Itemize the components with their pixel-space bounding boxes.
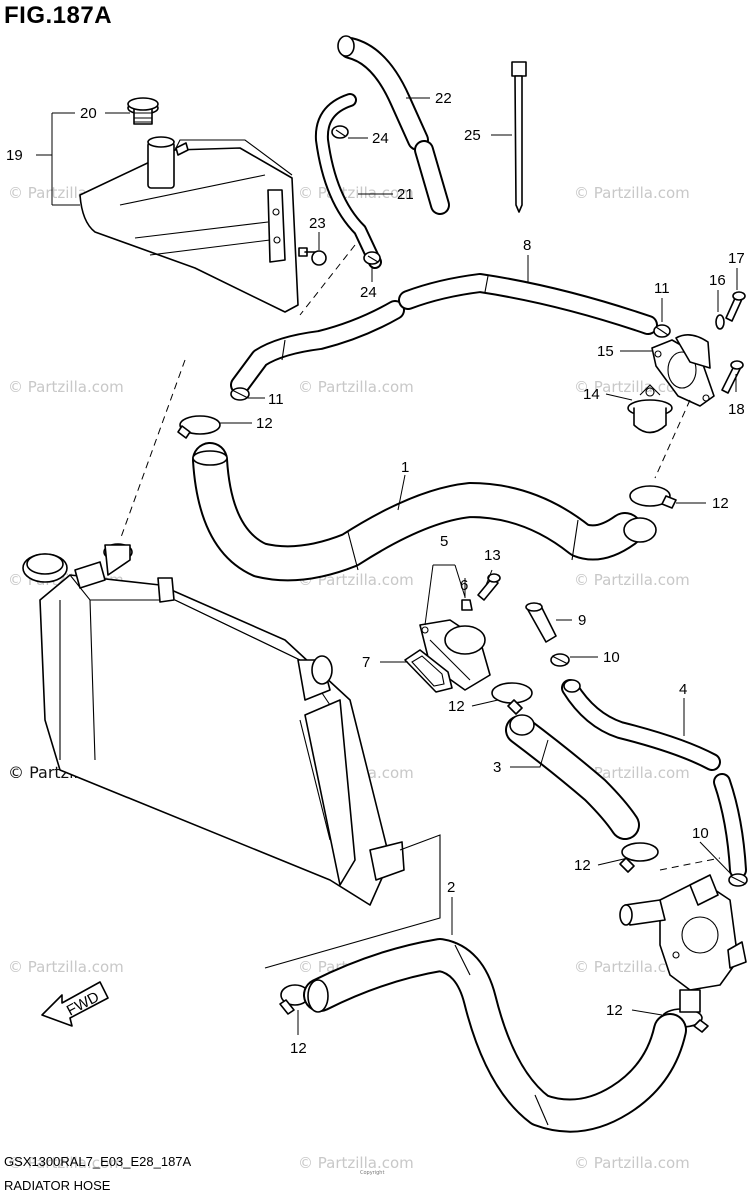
clamp-11-left <box>230 387 250 401</box>
watermark: © Partzilla.com <box>298 1154 414 1172</box>
callout-24-lower: 24 <box>360 284 377 301</box>
callout-11-right: 11 <box>654 280 670 297</box>
callout-16: 16 <box>709 272 726 289</box>
clamp-24-lower <box>363 251 381 265</box>
callout-12-a: 12 <box>256 415 273 432</box>
callout-12-b: 12 <box>712 495 729 512</box>
fitting-9 <box>525 602 557 643</box>
clamp-10-upper <box>550 653 570 667</box>
washer-16 <box>715 314 725 330</box>
hose-4 <box>561 679 747 879</box>
callout-20: 20 <box>80 105 97 122</box>
callout-14: 14 <box>583 386 600 403</box>
reservoir-tank <box>79 136 299 313</box>
callout-10-lower: 10 <box>692 825 709 842</box>
callout-21: 21 <box>397 186 414 203</box>
callout-10-upper: 10 <box>603 649 620 666</box>
watermark: © Partzilla.com <box>298 378 414 396</box>
callout-8: 8 <box>523 237 531 254</box>
callout-23: 23 <box>309 215 326 232</box>
callout-19: 19 <box>6 147 23 164</box>
callout-4: 4 <box>679 681 687 698</box>
hose-22 <box>337 35 450 215</box>
copyright-fine-print: Copyright <box>360 1170 385 1176</box>
sensor-6 <box>461 599 473 611</box>
callout-1: 1 <box>401 459 409 476</box>
figure-title: FIG.187A <box>4 2 113 29</box>
fwd-arrow: FWD <box>41 981 109 1027</box>
clamp-10-lower <box>728 873 748 887</box>
clamp-12-b <box>629 485 677 509</box>
radiator <box>22 543 405 906</box>
callout-22: 22 <box>435 90 452 107</box>
callout-11-left: 11 <box>268 391 284 408</box>
section-name: RADIATOR HOSE <box>4 1178 111 1193</box>
clamp-11-right <box>653 324 671 338</box>
callout-5: 5 <box>440 533 448 550</box>
clamp-24-upper <box>331 125 349 139</box>
callout-7: 7 <box>362 654 370 671</box>
clamp-12-c <box>491 682 533 715</box>
clamp-12-a <box>177 415 221 439</box>
callout-12-e: 12 <box>290 1040 307 1057</box>
watermark: © Partzilla.com <box>574 958 690 976</box>
watermark: © Partzilla.com <box>574 378 690 396</box>
callout-25: 25 <box>464 127 481 144</box>
gasket-7 <box>404 649 453 693</box>
callout-9: 9 <box>578 612 586 629</box>
callout-12-c: 12 <box>448 698 465 715</box>
bolt-17 <box>725 291 746 322</box>
watermark: © Partzilla.com <box>8 378 124 396</box>
callout-12-f: 12 <box>606 1002 623 1019</box>
watermark: © Partzilla.com <box>574 1154 690 1172</box>
callout-18: 18 <box>728 401 745 418</box>
cable-tie-25 <box>511 61 527 213</box>
bolt-13 <box>477 573 501 601</box>
callout-24-upper: 24 <box>372 130 389 147</box>
leader-lines <box>36 97 738 1035</box>
callout-2: 2 <box>447 879 455 896</box>
reservoir-cap <box>127 97 159 125</box>
hose-3 <box>505 714 640 840</box>
hose-21 <box>314 93 382 269</box>
callout-6: 6 <box>460 577 468 594</box>
watermark: © Partzilla.com <box>8 958 124 976</box>
hose-8 <box>230 273 658 395</box>
hose-2 <box>303 938 687 1133</box>
hose-1 <box>192 442 657 582</box>
clamp-12-d <box>619 842 659 873</box>
callout-12-d: 12 <box>574 857 591 874</box>
watermark: © Partzilla.com <box>574 571 690 589</box>
callout-numbers: 19 20 22 24 21 25 23 24 8 11 16 17 15 14… <box>6 90 745 1057</box>
thermostat-cover-15 <box>651 334 715 407</box>
callout-15: 15 <box>597 343 614 360</box>
water-pump <box>619 874 747 1013</box>
bolt-18 <box>721 360 744 394</box>
watermark: © Partzilla.com <box>8 1154 124 1172</box>
bolt-23 <box>298 247 327 266</box>
callout-17: 17 <box>728 250 745 267</box>
thermostat-14 <box>627 384 673 434</box>
model-code: GSX1300RAL7_E03_E28_187A <box>4 1154 192 1169</box>
watermark: © Partzilla.com <box>574 184 690 202</box>
callout-13: 13 <box>484 547 501 564</box>
dashed-guides <box>119 244 721 969</box>
callout-3: 3 <box>493 759 501 776</box>
